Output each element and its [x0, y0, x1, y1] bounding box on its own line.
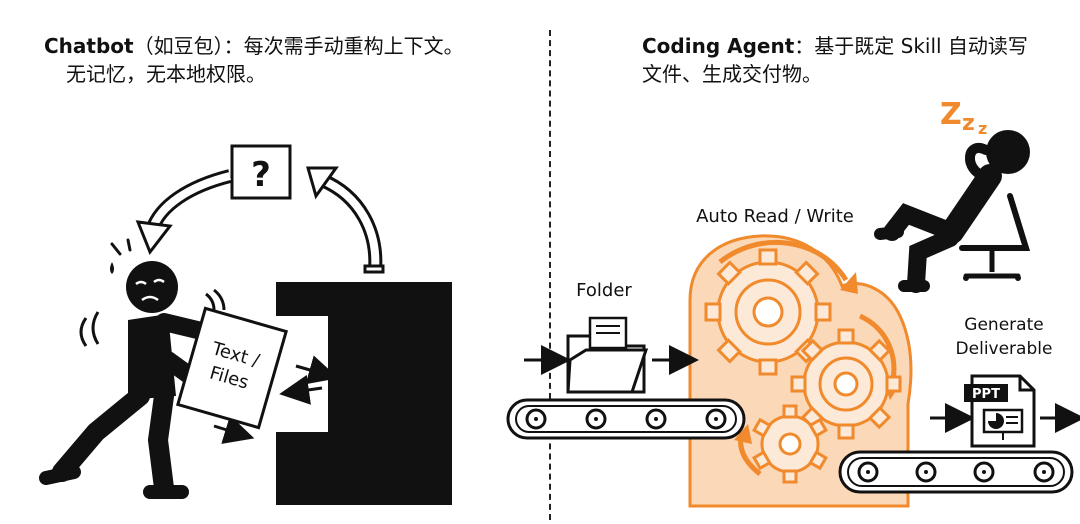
sleep-z-large: Z [940, 97, 962, 132]
left-heading-rest: （如豆包）：每次需手动重构上下文。 [133, 34, 464, 58]
cycle-arrow-right [306, 166, 385, 274]
right-caption: Coding Agent：基于既定 Skill 自动读写 文件、生成交付物。 [642, 32, 1072, 88]
text-files-paper: Text / Files [175, 306, 289, 430]
right-heading-rest: ：基于既定 Skill 自动读写 [794, 34, 1028, 58]
folder-label: Folder [576, 280, 632, 301]
left-heading-bold: Chatbot [44, 34, 134, 58]
right-heading-bold: Coding Agent [642, 34, 795, 58]
relaxed-person-icon: Z z z [874, 97, 1031, 293]
question-box: ? [230, 144, 292, 200]
generate-label-line-1: Generate [964, 315, 1043, 335]
question-mark: ? [251, 155, 271, 195]
left-caption: Chatbot（如豆包）：每次需手动重构上下文。 无记忆，无本地权限。 [44, 32, 524, 88]
input-conveyor-belt [506, 398, 746, 440]
output-conveyor-belt [838, 450, 1074, 494]
exchange-arrows [213, 355, 339, 444]
folder-icon [566, 316, 649, 394]
ppt-badge: PPT [972, 387, 1000, 402]
stressed-person-icon [39, 238, 226, 499]
generate-label-line-2: Deliverable [956, 339, 1053, 359]
panel-divider [549, 30, 551, 520]
sleep-z-medium: z [962, 111, 975, 136]
auto-read-write-label: Auto Read / Write [696, 206, 854, 227]
left-subline: 无记忆，无本地权限。 [66, 62, 266, 86]
cycle-arrow-left [135, 169, 232, 256]
gear-machine [688, 234, 913, 508]
gear-medium-icon [790, 328, 902, 440]
sleep-z-small: z [978, 119, 987, 138]
chatbot-box [276, 282, 452, 505]
gear-small-icon [752, 404, 828, 484]
right-subline: 文件、生成交付物。 [642, 62, 822, 86]
ppt-file-icon: PPT [964, 374, 1036, 448]
